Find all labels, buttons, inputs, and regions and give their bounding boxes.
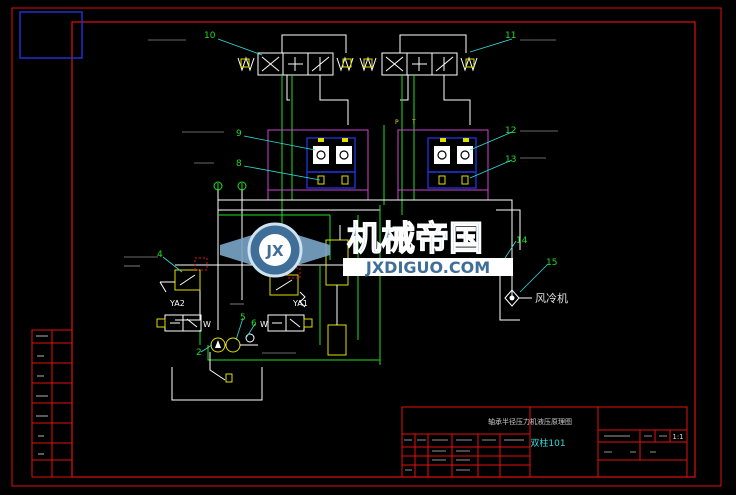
callout-8: 8 (236, 159, 242, 169)
callout-leaders (162, 38, 549, 353)
callout-6: 6 (251, 319, 257, 329)
check-valves-left (306, 137, 356, 189)
watermark-en: JXDIGUO.COM (365, 258, 490, 277)
fan-label: 风冷机 (535, 291, 568, 305)
valve-outlet-lines (286, 75, 471, 125)
solenoid-valve-left (156, 314, 202, 332)
hydraulic-cylinders (325, 225, 349, 356)
watermark-badge: JX (265, 242, 284, 260)
green-return-lines (199, 205, 381, 365)
title-block (401, 406, 688, 478)
callout-13: 13 (505, 155, 516, 165)
callout-9: 9 (236, 129, 242, 139)
callout-12: 12 (505, 126, 516, 136)
oil-tank (171, 352, 263, 401)
relief-valve-ya2 (159, 257, 208, 293)
callout-notes (124, 39, 558, 354)
spring-w-right: W (260, 320, 268, 329)
pressure-gauge-right (237, 181, 247, 191)
callout-5: 5 (240, 313, 246, 323)
directional-valve-right (359, 34, 478, 76)
callout-numbers: 10 11 9 8 12 13 14 15 4 5 6 2 (157, 31, 557, 358)
callout-15: 15 (546, 258, 557, 268)
port-p-label: P (395, 119, 399, 126)
solenoid-valve-right (267, 314, 313, 332)
left-margin-table (31, 329, 73, 478)
callout-2: 2 (196, 348, 202, 358)
pressure-gauge-left (213, 181, 223, 191)
green-pressure-lines (281, 75, 415, 240)
spring-w-left: W (203, 320, 211, 329)
check-valves-right (427, 137, 477, 189)
port-t-label: T (411, 119, 416, 126)
title-block-cell-text (404, 435, 667, 471)
drawing-number: 双柱101 (530, 437, 565, 449)
pump-motor-group (210, 333, 258, 353)
watermark-cn: 机械帝国 (347, 219, 483, 259)
ya2-label: YA2 (169, 299, 185, 308)
drawing-name: 轴承半径压力机液压原理图 (488, 417, 572, 426)
callout-11: 11 (505, 31, 516, 41)
ya1-label: YA1 (292, 299, 308, 308)
callout-4: 4 (157, 250, 163, 260)
manifold-blocks (267, 129, 489, 200)
directional-valve-left (237, 34, 354, 76)
inner-border (71, 21, 696, 478)
corner-stamp-box (19, 11, 83, 59)
drawing-scale: 1:1 (672, 433, 683, 441)
watermark-logo: JX 机械帝国 JXDIGUO.COM (220, 218, 513, 278)
callout-10: 10 (204, 31, 216, 41)
callout-14: 14 (516, 236, 528, 246)
outer-border (11, 7, 722, 487)
